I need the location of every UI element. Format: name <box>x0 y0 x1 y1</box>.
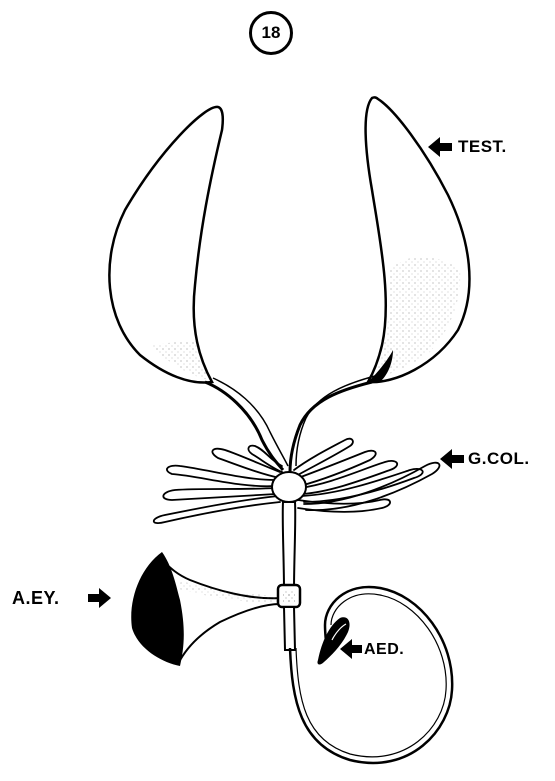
ejaculatory-apodeme-label: A.EY. <box>12 588 60 609</box>
collateral-glands-label: G.COL. <box>468 449 530 469</box>
aedeagus-arrow <box>340 639 362 659</box>
ejaculatory-duct <box>283 502 296 590</box>
ejaculatory-apodeme-arrow <box>88 588 111 608</box>
testis-label: TEST. <box>458 137 507 157</box>
left-testis <box>109 107 222 383</box>
testis-arrow <box>428 137 452 157</box>
central-junction <box>272 472 306 502</box>
aedeagus-label: AED. <box>364 641 404 659</box>
aedeagus-loop <box>290 587 452 763</box>
collateral-glands-arrow <box>440 449 464 469</box>
